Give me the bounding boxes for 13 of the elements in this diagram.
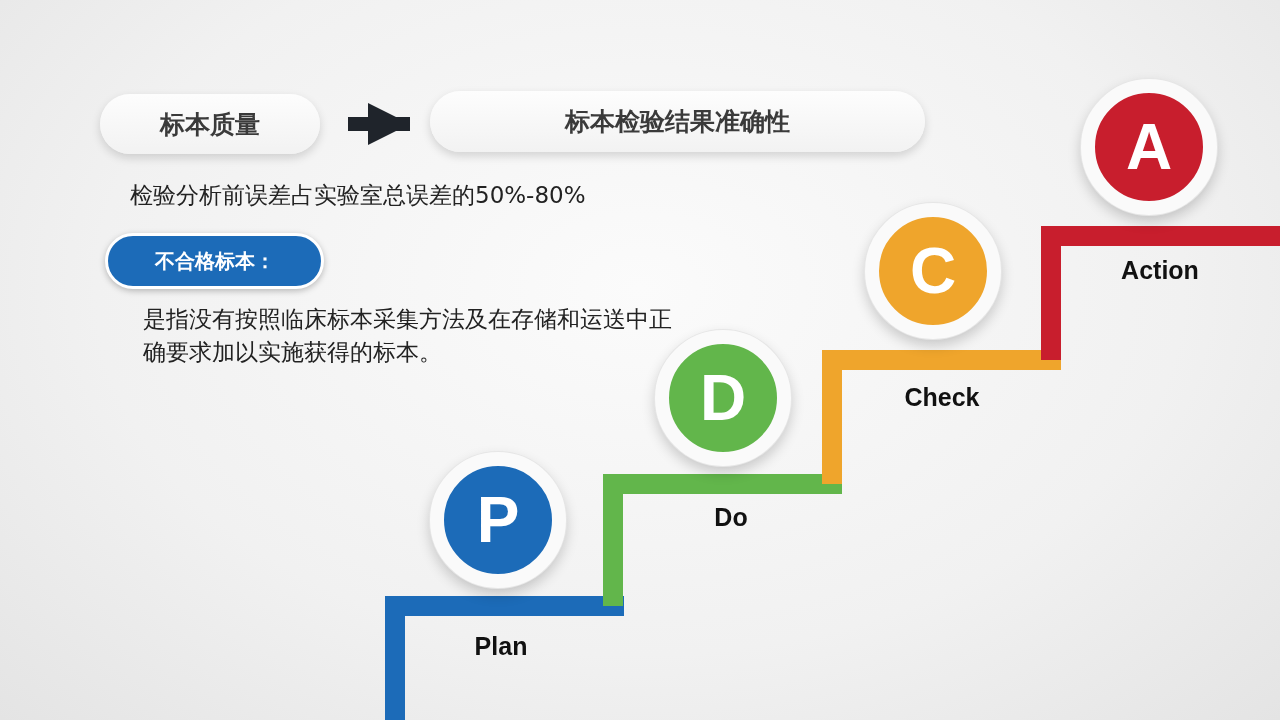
- letter-circle: D: [655, 330, 791, 466]
- step-label: Action: [1121, 256, 1199, 285]
- statement-text: 检验分析前误差占实验室总误差的50%-80%: [130, 181, 587, 210]
- letter-circle: P: [430, 452, 566, 588]
- letter-circle: C: [865, 203, 1001, 339]
- rounded-label: 标本检验结果准确性: [430, 91, 925, 152]
- letter-circle: A: [1081, 79, 1217, 215]
- step-label: Do: [714, 503, 748, 532]
- step-label: Plan: [474, 632, 528, 661]
- step-label: Check: [904, 383, 980, 412]
- rounded-label: 不合格标本：: [105, 233, 324, 289]
- rounded-label: 标本质量: [100, 94, 320, 154]
- arrow: [348, 103, 410, 145]
